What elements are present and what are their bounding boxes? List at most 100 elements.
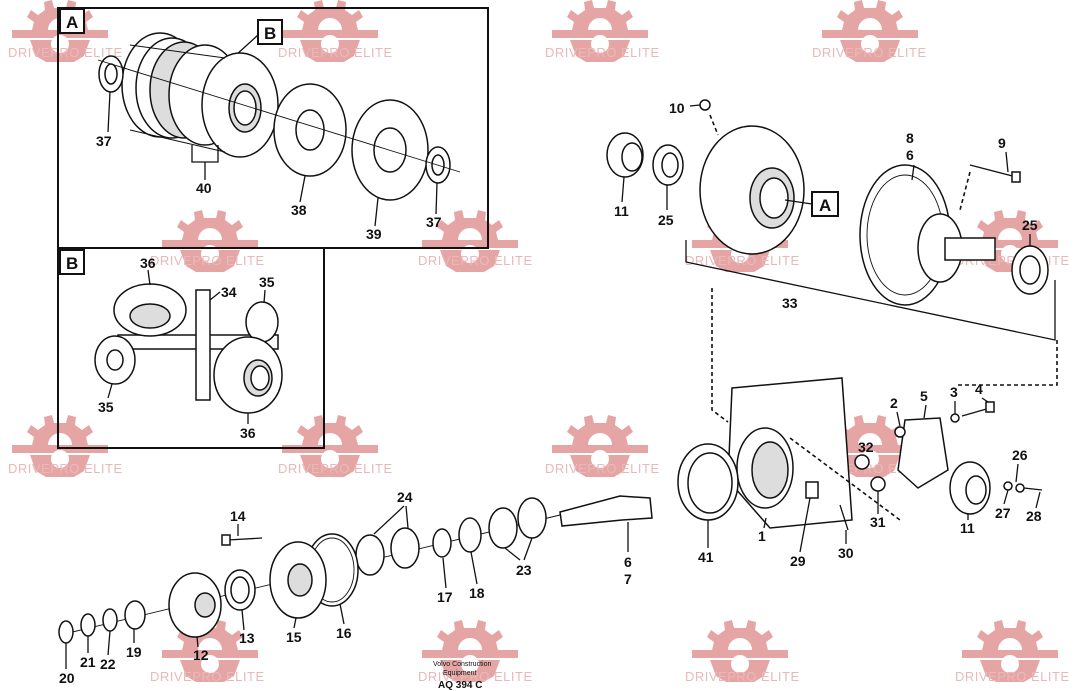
part-number: 39 — [366, 226, 382, 242]
part-number: 9 — [998, 135, 1006, 151]
pinion-35-right — [245, 301, 279, 343]
part-number: 25 — [658, 212, 674, 228]
box-b-inner-tag — [257, 19, 283, 45]
part-number: 35 — [259, 274, 275, 290]
part-number: 28 — [1026, 508, 1042, 524]
part-number: 5 — [920, 388, 928, 404]
detail-box-a: A B 37 40 — [57, 7, 489, 249]
bolt-4 — [985, 401, 995, 413]
part-number: 6 — [906, 147, 914, 163]
part-number: 4 — [975, 381, 983, 397]
part-number: 36 — [140, 255, 156, 271]
part-number: 20 — [59, 670, 75, 686]
box-a-tag — [59, 8, 85, 34]
part-number: 21 — [80, 654, 96, 670]
part-number: 41 — [698, 549, 714, 565]
part-number: 38 — [291, 202, 307, 218]
part-number: 32 — [858, 439, 874, 455]
clutch-drum — [121, 32, 279, 158]
part-number: 8 — [906, 130, 914, 146]
watermark-text: DRIVEPRO ELITE — [685, 253, 800, 268]
part-number: 34 — [221, 284, 237, 300]
part-number: 35 — [98, 399, 114, 415]
nut-10 — [699, 99, 711, 111]
box-b-inner-label: B — [264, 24, 276, 43]
plug-29 — [805, 481, 819, 499]
part-number: 18 — [469, 585, 485, 601]
part-number: 33 — [782, 295, 798, 311]
part-number: 1 — [758, 528, 766, 544]
washer-3 — [950, 413, 960, 423]
bearing-24-a — [355, 534, 385, 576]
shim-18 — [458, 517, 482, 553]
part-number: 25 — [1022, 217, 1038, 233]
part-number: 29 — [790, 553, 806, 569]
part-number: 16 — [336, 625, 352, 641]
box-b-label: B — [66, 254, 78, 273]
nut-21 — [80, 613, 96, 637]
bearing-23-a — [488, 507, 518, 549]
axle-housing-assembly: 2 5 3 4 32 26 31 27 28 11 1 41 29 30 6 7 — [559, 377, 1043, 587]
washer-17 — [432, 528, 452, 558]
watermark-text: DRIVEPRO ELITE — [545, 45, 660, 60]
part-number: 36 — [240, 425, 256, 441]
bolt-14 — [221, 534, 231, 546]
part-number: 31 — [870, 514, 886, 530]
pinion-shaft-6-7 — [559, 495, 653, 527]
footer-line2: Equipment — [443, 670, 477, 677]
part-number: 23 — [516, 562, 532, 578]
watermark-text: DRIVEPRO ELITE — [278, 461, 393, 476]
cross-shaft-vertical — [195, 289, 211, 401]
watermark-text: DRIVEPRO ELITE — [418, 253, 533, 268]
part-number: 19 — [126, 644, 142, 660]
watermark-text: DRIVEPRO ELITE — [8, 45, 123, 60]
detail-box-b: B 36 34 35 35 36 — [57, 247, 325, 449]
washer-19 — [124, 600, 146, 630]
differential-assembly: A 10 8 6 9 11 25 25 33 — [606, 99, 1058, 423]
diagram-footer: Volvo Construction Equipment AQ 394 C — [433, 661, 491, 691]
part-number: 40 — [196, 180, 212, 196]
part-number: 27 — [995, 505, 1011, 521]
circlip-20 — [58, 620, 74, 644]
part-number: 12 — [193, 647, 209, 663]
pinion-bearing-stack: 24 14 23 17 18 16 15 13 12 19 22 21 20 — [58, 489, 561, 686]
part-number: 30 — [838, 545, 854, 561]
watermark-text: DRIVEPRO ELITE — [545, 461, 660, 476]
part-number: 15 — [286, 629, 302, 645]
part-number: 14 — [230, 508, 246, 524]
bearing-23-b — [517, 497, 547, 539]
part-number: 6 — [624, 554, 632, 570]
cover-5 — [897, 417, 949, 489]
part-number: 3 — [950, 384, 958, 400]
watermark-text: DRIVEPRO ELITE — [418, 669, 533, 684]
plug-32 — [854, 454, 870, 470]
watermark-text: DRIVEPRO ELITE — [685, 669, 800, 684]
part-number: 13 — [239, 630, 255, 646]
plug-31 — [870, 476, 886, 492]
watermark-text: DRIVEPRO ELITE — [955, 669, 1070, 684]
lock-22 — [102, 608, 118, 632]
part-number: 11 — [614, 203, 629, 219]
bearing-24-b — [390, 527, 420, 569]
watermark-text: DRIVEPRO ELITE — [278, 45, 393, 60]
part-number: 7 — [624, 571, 632, 587]
part-number: 26 — [1012, 447, 1028, 463]
box-a-right-label: A — [819, 196, 831, 215]
watermark-text: DRIVEPRO ELITE — [8, 461, 123, 476]
part-number: 24 — [397, 489, 413, 505]
part-number: 37 — [426, 214, 442, 230]
plug-2 — [894, 426, 906, 438]
part-number: 22 — [100, 656, 116, 672]
watermark-text: DRIVEPRO ELITE — [812, 45, 927, 60]
watermark-text: DRIVEPRO ELITE — [150, 253, 265, 268]
part-number: 37 — [96, 133, 112, 149]
part-number: 17 — [437, 589, 453, 605]
part-number: 2 — [890, 395, 898, 411]
footer-line1: Volvo Construction — [433, 661, 491, 668]
footer-code: AQ 394 C — [438, 680, 482, 691]
part-number: 11 — [960, 520, 975, 536]
watermark-text: DRIVEPRO ELITE — [150, 669, 265, 684]
part-number: 10 — [669, 100, 685, 116]
box-a-label: A — [66, 13, 78, 32]
